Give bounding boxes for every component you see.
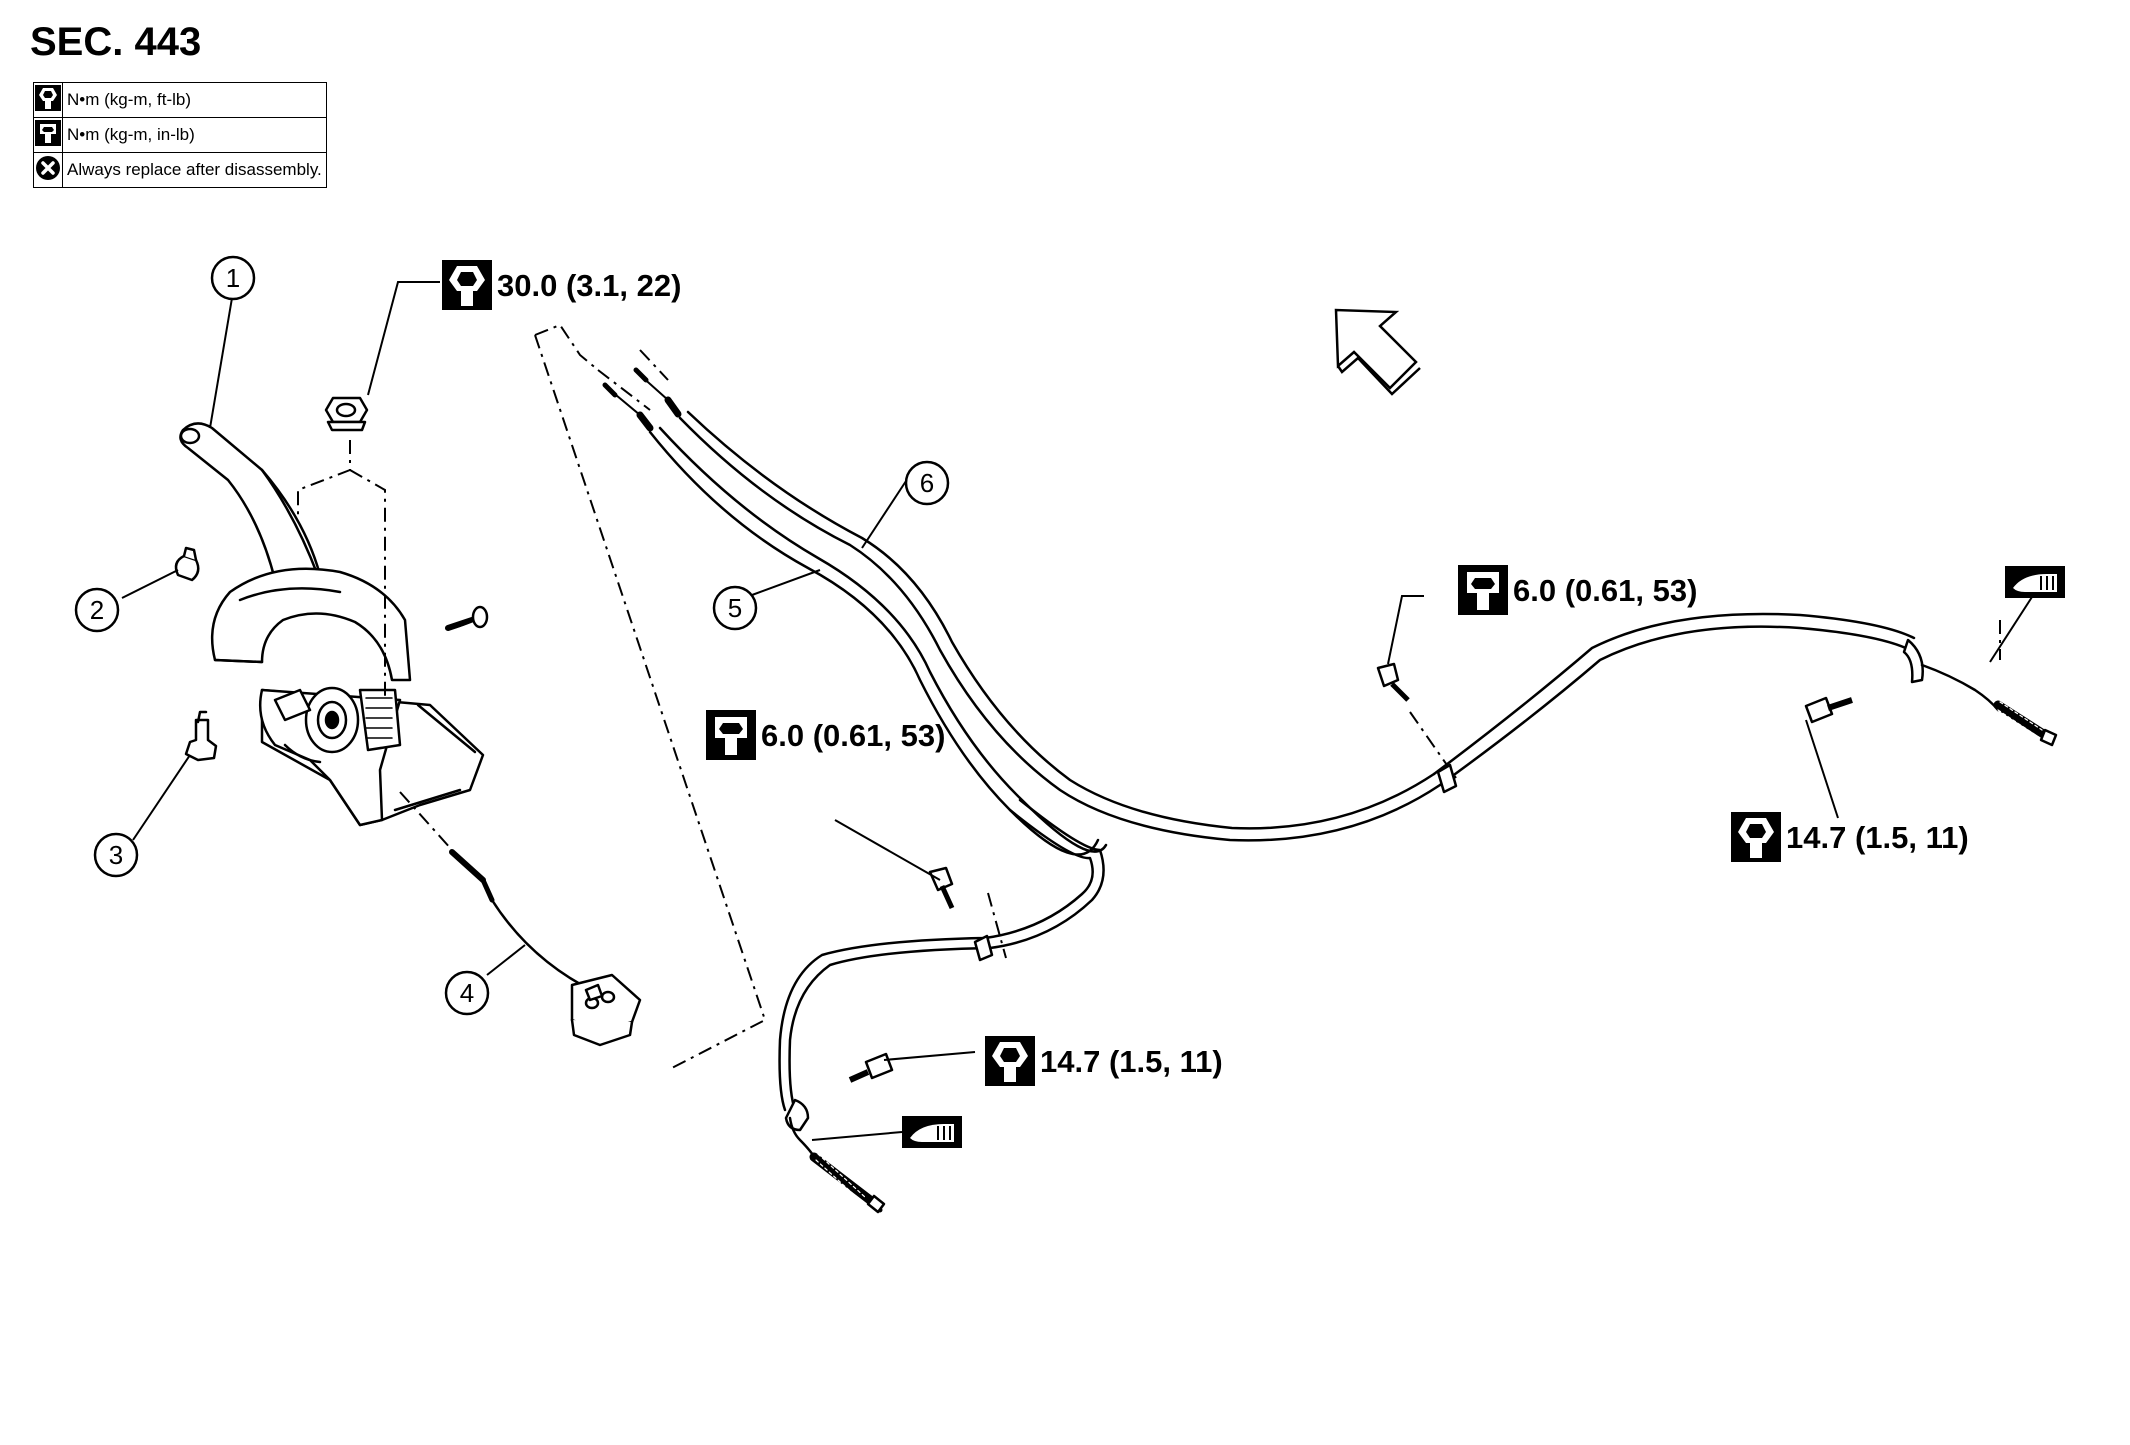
brake-lever-assembly xyxy=(174,396,489,827)
callout-4: 4 xyxy=(444,970,490,1016)
guide-lines xyxy=(297,323,2001,1071)
rear-cables xyxy=(602,367,2058,1214)
torque-value: 30.0 (3.1, 22) xyxy=(497,268,681,303)
legend-row: Always replace after disassembly. xyxy=(33,152,327,188)
torque-spec: 14.7 (1.5, 11) xyxy=(1731,812,1969,862)
torque-value: 14.7 (1.5, 11) xyxy=(1040,1044,1223,1079)
callout-circles: 1 2 3 4 5 6 xyxy=(74,255,950,1016)
callout-5: 5 xyxy=(712,585,758,631)
callout-1: 1 xyxy=(210,255,256,301)
legend-text: N•m (kg-m, in-lb) xyxy=(62,117,327,153)
callout-label: 2 xyxy=(90,595,104,625)
callout-label: 6 xyxy=(920,468,934,498)
front-direction-arrow xyxy=(1334,308,1418,390)
torque-spec: 6.0 (0.61, 53) xyxy=(706,710,945,760)
callout-3: 3 xyxy=(93,832,139,878)
callout-label: 3 xyxy=(109,840,123,870)
callout-6: 6 xyxy=(904,460,950,506)
torque-spec: 6.0 (0.61, 53) xyxy=(1458,565,1697,615)
torque-spec: 30.0 (3.1, 22) xyxy=(442,260,681,310)
legend-icon-cell xyxy=(33,82,63,118)
callout-label: 1 xyxy=(226,263,240,293)
section-title: SEC. 443 xyxy=(30,20,202,64)
torque-value: 6.0 (0.61, 53) xyxy=(761,718,945,753)
torque-wrench-icon xyxy=(35,84,61,111)
torque-wrench-small-icon xyxy=(35,119,61,146)
torque-value: 6.0 (0.61, 53) xyxy=(1513,573,1697,608)
legend-text: Always replace after disassembly. xyxy=(62,152,327,188)
replace-x-icon xyxy=(36,155,60,180)
legend-icon-cell xyxy=(33,117,63,153)
cable-bolts xyxy=(848,662,1853,1083)
grease-icon xyxy=(901,1115,963,1149)
callout-2: 2 xyxy=(74,587,120,633)
callout-label: 5 xyxy=(728,593,742,623)
torque-value: 14.7 (1.5, 11) xyxy=(1786,820,1969,855)
torque-spec: 14.7 (1.5, 11) xyxy=(985,1036,1223,1086)
grease-icon xyxy=(2004,565,2066,599)
legend-row: N•m (kg-m, in-lb) xyxy=(33,117,327,153)
legend-table: N•m (kg-m, ft-lb) N•m (kg-m, in-lb) Alwa… xyxy=(33,82,327,188)
callout-label: 4 xyxy=(460,978,474,1008)
leader-lines xyxy=(121,281,2033,1141)
torque-specs: 30.0 (3.1, 22) 6.0 (0.61, 53) 6.0 (0.61,… xyxy=(442,260,1969,1086)
legend-icon-cell xyxy=(33,152,63,188)
front-cable xyxy=(449,849,642,1047)
